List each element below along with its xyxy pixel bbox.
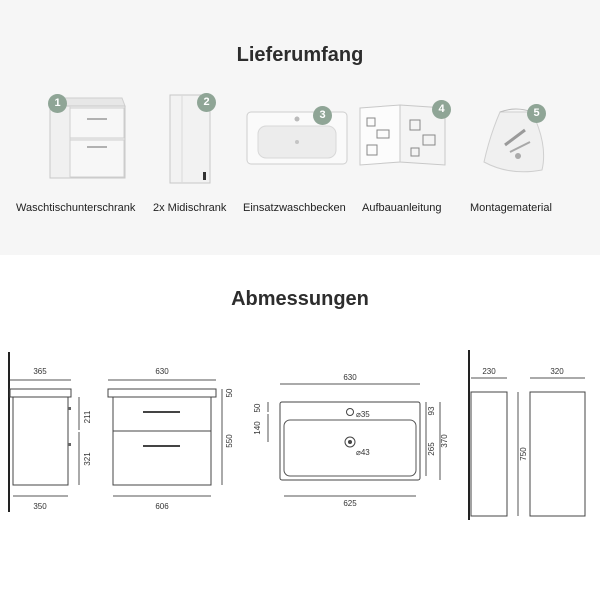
drain-diameter: ⌀43 <box>356 448 370 457</box>
vanity-top-height: 50 <box>225 388 234 397</box>
basin-width: 630 <box>343 373 357 382</box>
vanity-height: 550 <box>225 434 234 448</box>
basin-total-depth: 370 <box>440 434 449 448</box>
vanity-unit-image <box>49 97 126 179</box>
item-number-badge: 2 <box>197 93 216 112</box>
vanity-front-view: 630 606 50 550 <box>107 367 234 511</box>
item-label-mounting-material: Montagematerial <box>470 202 552 214</box>
delivery-title: Lieferumfang <box>236 44 364 66</box>
basin-depth: 265 <box>427 442 436 456</box>
manual-image <box>359 104 446 166</box>
item-number-badge: 1 <box>48 94 67 113</box>
vanity-body-width: 606 <box>155 502 169 511</box>
item-label-midi-cabinet: 2x Midischrank <box>153 202 227 214</box>
item-number-badge: 5 <box>527 104 546 123</box>
item-number-badge: 3 <box>313 106 332 125</box>
midi-cabinet-width: 320 <box>550 367 564 376</box>
dimensions-title: Abmessungen <box>231 288 369 310</box>
basin-inner-width: 625 <box>343 499 357 508</box>
mounting-bag-image <box>483 108 545 173</box>
midi-cabinet-height: 750 <box>519 447 528 461</box>
vanity-side-view: 365 350 211 321 <box>8 352 92 512</box>
vanity-lower-drawer-height: 321 <box>83 452 92 466</box>
tap-hole-diameter: ⌀35 <box>356 410 370 419</box>
basin-image <box>246 111 348 165</box>
midi-cabinet-depth: 230 <box>482 367 496 376</box>
item-midi-cabinet: 2 <box>140 90 260 190</box>
item-vanity-unit: 1 <box>30 90 150 190</box>
item-label-basin: Einsatzwaschbecken <box>243 202 346 214</box>
item-number-badge: 4 <box>432 100 451 119</box>
vanity-width: 630 <box>155 367 169 376</box>
item-label-vanity-unit: Waschtischunterschrank <box>16 202 136 214</box>
vanity-upper-drawer-height: 211 <box>83 410 92 423</box>
basin-inner-depth: 93 <box>427 406 436 415</box>
item-mounting-material: 5 <box>470 90 590 190</box>
basin-offset: 140 <box>253 421 262 435</box>
item-manual: 4 <box>355 90 475 190</box>
basin-top-view: 630 625 50 140 ⌀35 ⌀43 93 265 370 <box>253 373 449 508</box>
item-basin: 3 <box>242 90 362 190</box>
basin-hole-offset: 50 <box>253 403 262 412</box>
vanity-bottom-depth: 350 <box>33 502 47 511</box>
midi-cabinet-views: 230 320 750 <box>468 350 586 520</box>
item-label-manual: Aufbauanleitung <box>362 202 442 214</box>
vanity-top-depth: 365 <box>33 367 47 376</box>
